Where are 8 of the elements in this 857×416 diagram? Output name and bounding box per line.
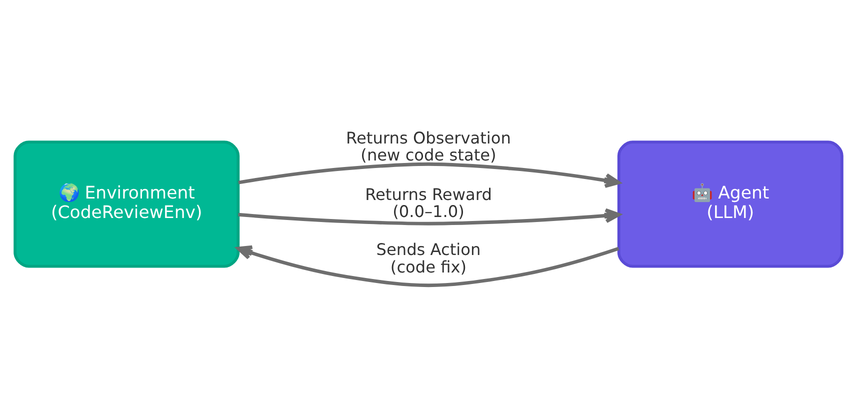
node-box: 🤖 Agent (LLM): [617, 140, 844, 268]
edge-label: Sends Action (code fix): [376, 240, 481, 276]
node-box: 🌍 Environment (CodeReviewEnv): [14, 140, 240, 268]
edge-label: Returns Reward (0.0–1.0): [365, 184, 492, 222]
arrow: [236, 245, 620, 288]
edge-label: Returns Observation (new code state): [346, 128, 511, 165]
arrow: [238, 208, 620, 226]
arrow: [238, 162, 620, 188]
